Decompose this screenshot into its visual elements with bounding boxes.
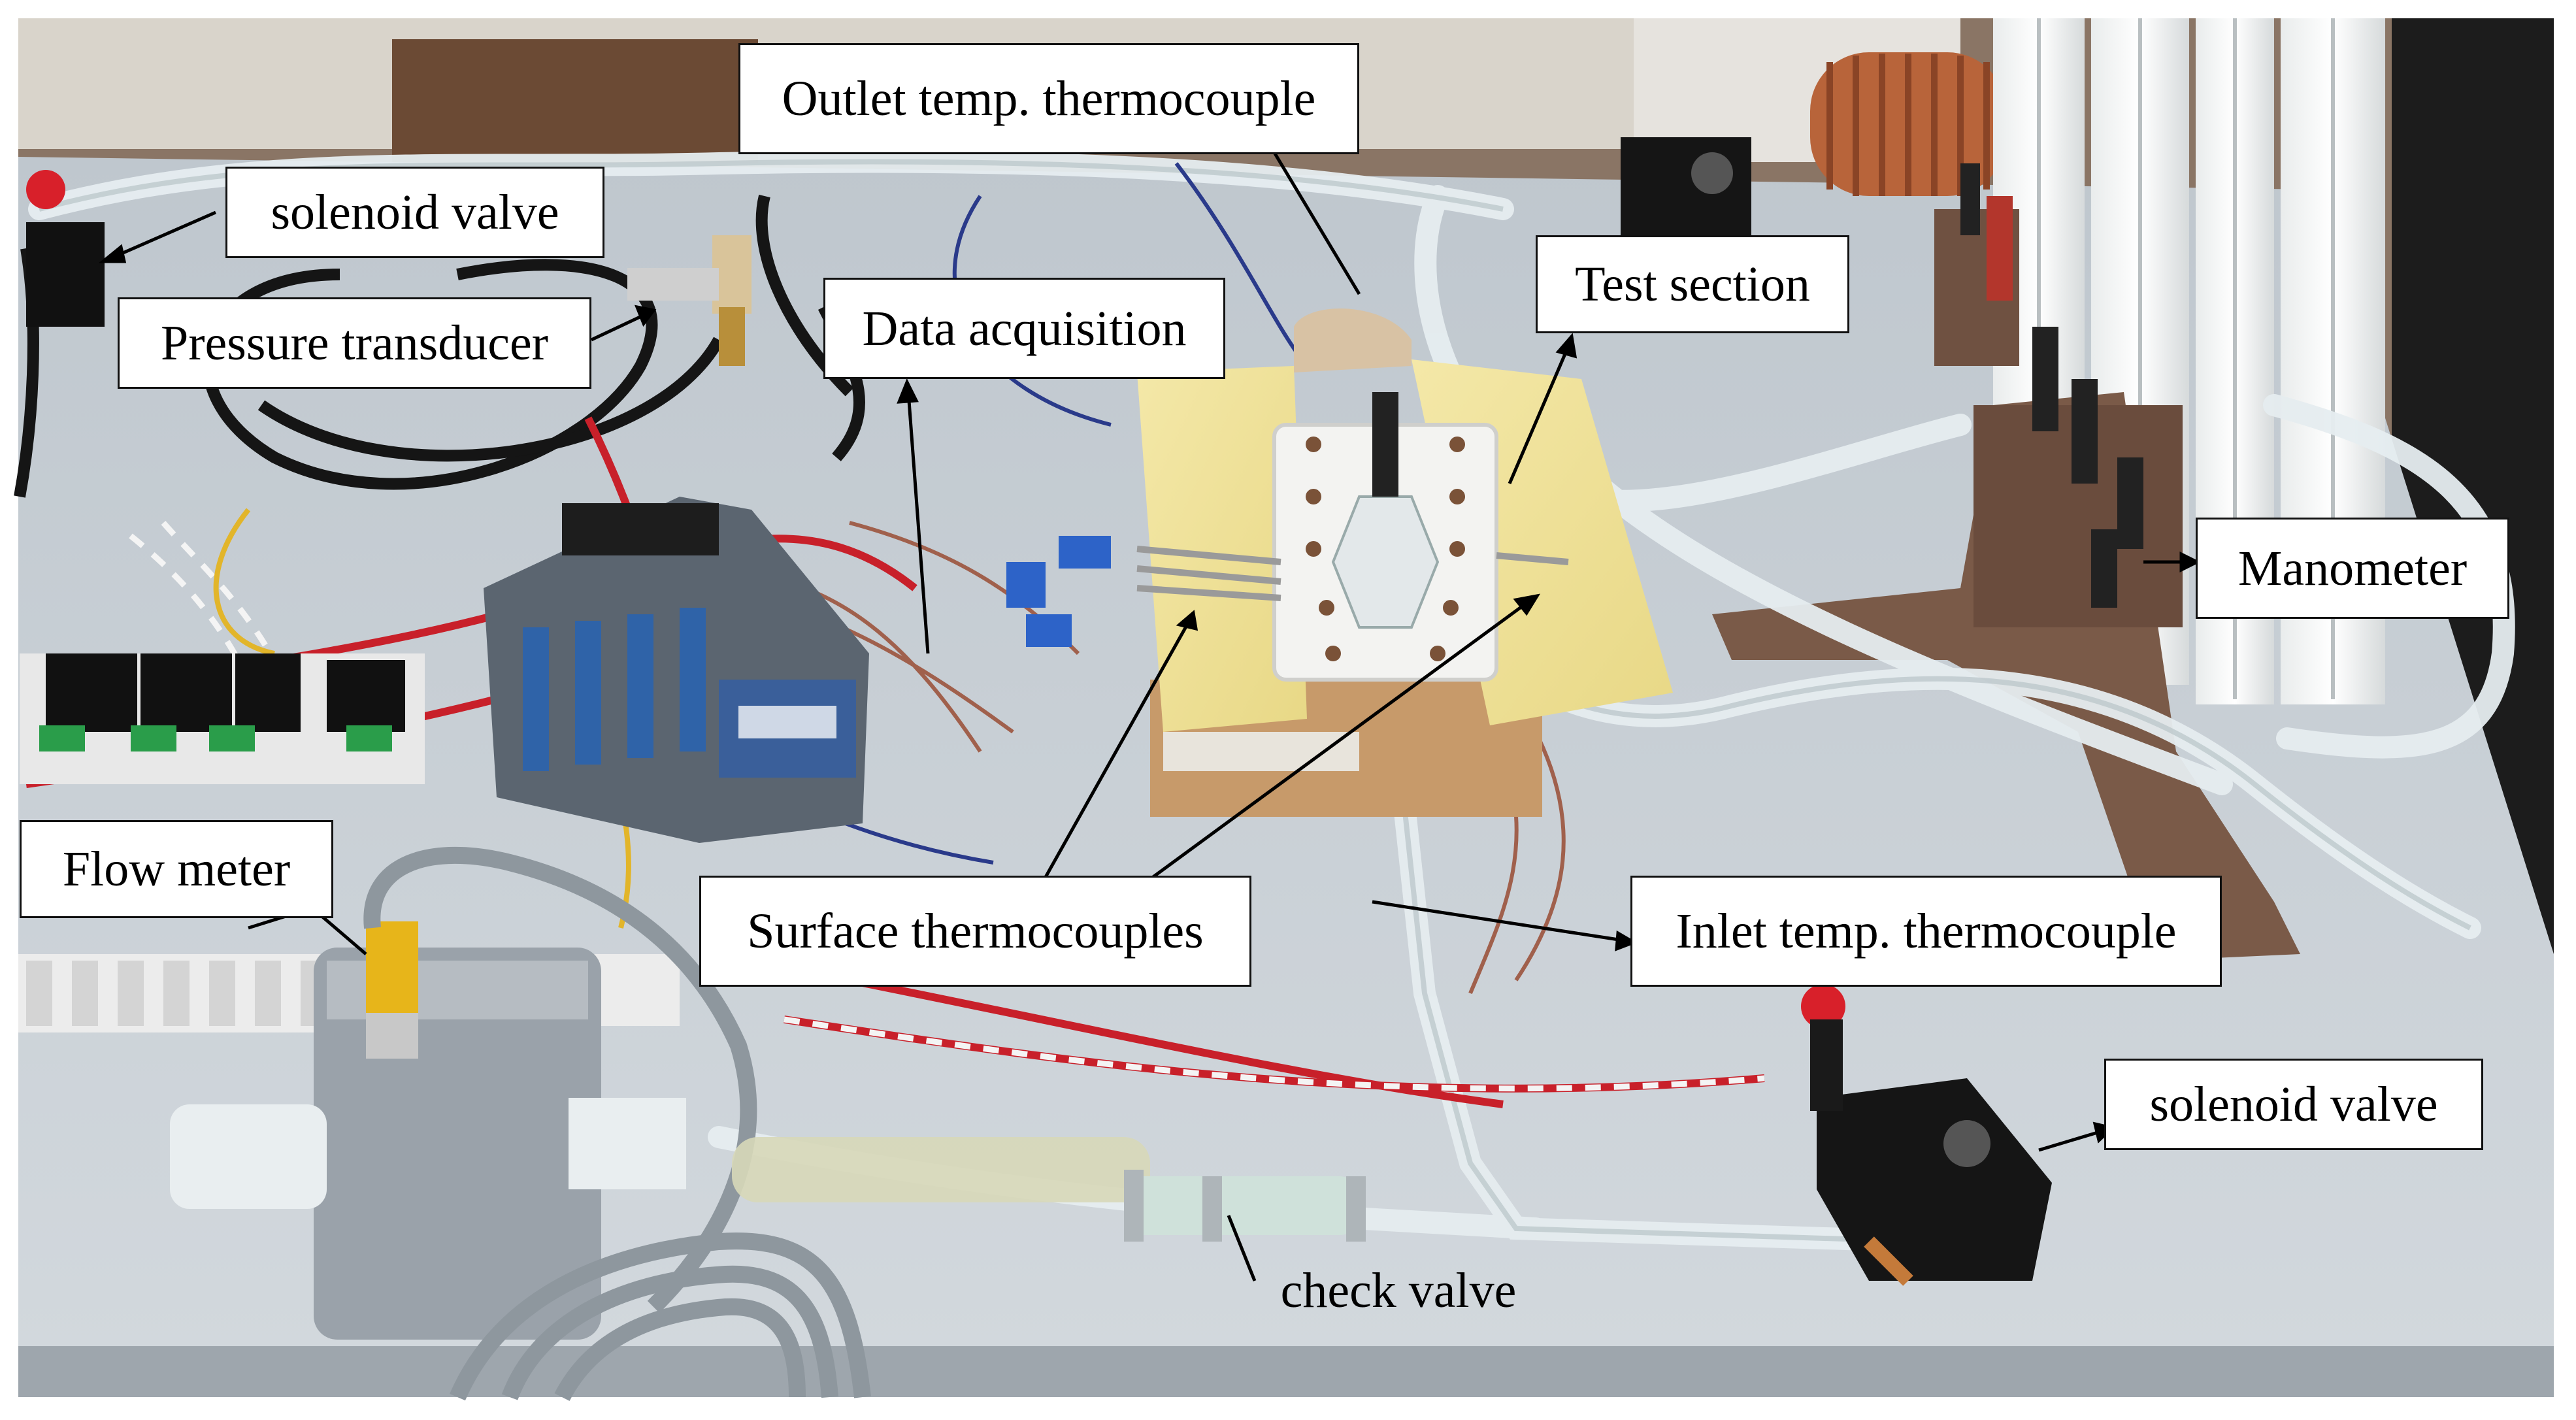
label-check-valve: check valve [1280, 1263, 1517, 1318]
label-data-acquisition: Data acquisition [823, 278, 1225, 379]
test-section-assembly [1006, 308, 1673, 817]
flow-meter-body [170, 921, 686, 1340]
label-inlet-thermocouple: Inlet temp. thermocouple [1630, 876, 2222, 987]
label-solenoid-valve-bottom: solenoid valve [2104, 1059, 2483, 1150]
label-outlet-thermocouple: Outlet temp. thermocouple [738, 43, 1359, 154]
label-surface-thermocouples: Surface thermocouples [699, 876, 1251, 987]
pressure-transducer-body [627, 235, 751, 366]
relay-board [20, 653, 425, 784]
check-valve-body [732, 1137, 1366, 1242]
solenoid-valve-top-body [26, 170, 105, 327]
solenoid-valve-upper-right-body [1621, 137, 1751, 235]
daq-chassis [484, 497, 869, 843]
label-pressure-transducer: Pressure transducer [118, 297, 591, 389]
table-edge [18, 1346, 2554, 1397]
label-test-section: Test section [1536, 235, 1849, 333]
label-manometer: Manometer [2196, 518, 2509, 619]
gray-cable-bundle [363, 846, 871, 1402]
label-flow-meter: Flow meter [20, 820, 333, 918]
duct-coil [1810, 52, 2006, 196]
solenoid-valve-bottom-body [1801, 984, 2052, 1286]
label-solenoid-valve-top: solenoid valve [225, 167, 604, 258]
